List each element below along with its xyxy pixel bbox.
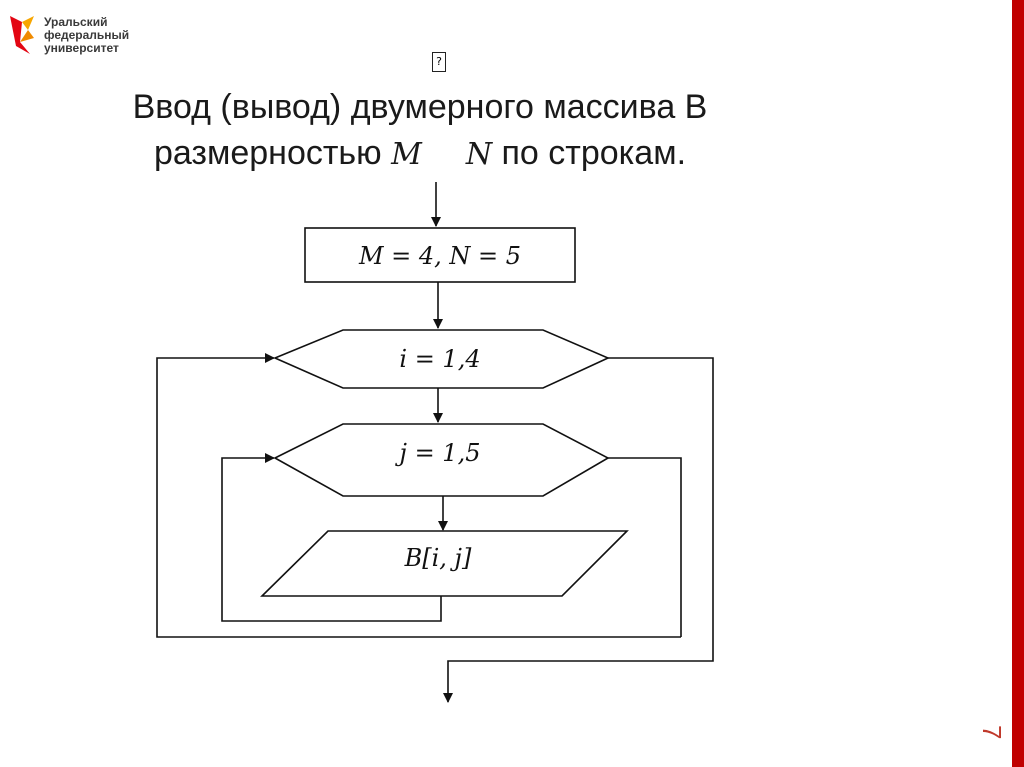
slide-title: Ввод (вывод) двумерного массива B размер… — [40, 84, 800, 178]
title-line-2: размерностью M N по строкам. — [40, 130, 800, 178]
loop-i-label: i = 1,4 — [399, 345, 480, 373]
title-text-b: по строкам. — [492, 134, 687, 172]
io-label: B[i, j] — [404, 544, 472, 572]
io-block — [260, 530, 629, 597]
loop-j-label: j = 1,5 — [395, 439, 481, 467]
assign-label: M = 4, N = 5 — [358, 242, 521, 270]
var-m: M — [391, 137, 422, 172]
page-number: 7 — [977, 725, 1007, 740]
loop-j-exit — [608, 457, 682, 637]
loop-i-exit — [443, 357, 714, 703]
title-text-a: размерностью — [153, 134, 392, 172]
var-n: N — [465, 137, 493, 172]
right-accent-bar — [1012, 0, 1024, 767]
title-line-1: Ввод (вывод) двумерного массива B — [132, 88, 708, 126]
loop-i-return — [156, 353, 681, 638]
university-logo: Уральский федеральный университет — [8, 12, 168, 62]
logo-text: Уральский федеральный университет — [44, 15, 130, 55]
urfu-logo-icon — [10, 16, 34, 54]
missing-glyph-icon: ? — [432, 52, 446, 72]
loop-j-return — [221, 453, 442, 622]
assign-block — [304, 227, 576, 283]
